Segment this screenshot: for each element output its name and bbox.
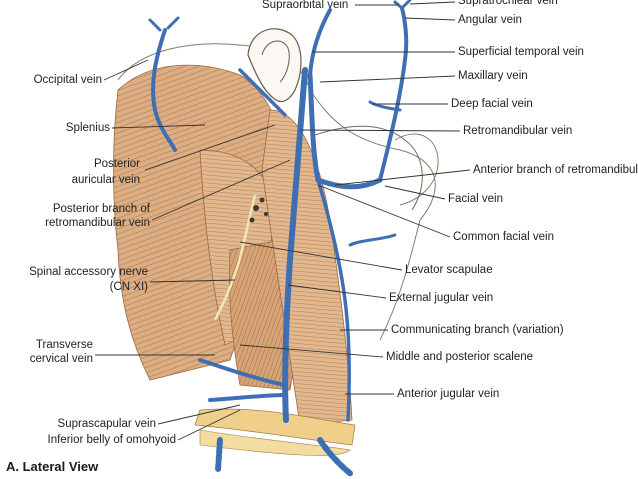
face-contour xyxy=(314,125,423,211)
label-posterior-auricular-vein-1: Posterior xyxy=(93,158,140,170)
label-occipital-vein: Occipital vein xyxy=(33,74,102,86)
label-retromandibular-vein: Retromandibular vein xyxy=(463,125,573,137)
label-maxillary-vein: Maxillary vein xyxy=(458,70,528,82)
label-levator-scapulae: Levator scapulae xyxy=(405,264,493,276)
label-anterior-jugular-vein: Anterior jugular vein xyxy=(397,388,500,400)
label-splenius: Splenius xyxy=(65,122,110,134)
clavicle xyxy=(199,429,351,456)
label-common-facial-vein: Common facial vein xyxy=(453,231,554,243)
label-transverse-cervical-vein-1: Transverse xyxy=(35,339,93,351)
label-posterior-branch-retromandibular-2: retromandibular vein xyxy=(45,217,150,229)
label-middle-posterior-scalene: Middle and posterior scalene xyxy=(386,351,534,363)
veins xyxy=(148,0,412,478)
label-anterior-branch-retromandibular: Anterior branch of retromandibular vein xyxy=(473,164,638,176)
label-spinal-accessory-nerve-1: Spinal accessory nerve xyxy=(29,266,148,278)
label-external-jugular-vein: External jugular vein xyxy=(389,292,494,304)
chin-outline xyxy=(394,133,439,206)
spinal-accessory-nerve xyxy=(213,194,257,321)
label-suprascapular-vein: Suprascapular vein xyxy=(57,418,156,430)
label-transverse-cervical-vein-2: cervical vein xyxy=(29,353,93,365)
label-inferior-belly-omohyoid: Inferior belly of omohyoid xyxy=(47,434,176,446)
omohyoid-muscle xyxy=(194,408,356,446)
label-posterior-branch-retromandibular-1: Posterior branch of xyxy=(52,203,150,215)
label-superficial-temporal-vein: Superficial temporal vein xyxy=(458,46,584,58)
label-communicating-branch: Communicating branch (variation) xyxy=(391,324,564,336)
leader-lines xyxy=(95,1,471,441)
label-supraorbital-vein: Supraorbital vein xyxy=(262,0,349,11)
label-facial-vein: Facial vein xyxy=(448,193,503,205)
label-deep-facial-vein: Deep facial vein xyxy=(451,98,533,110)
lymph-nodes xyxy=(249,197,268,223)
label-supratrochlear-vein: Supratrochlear vein xyxy=(458,0,558,7)
label-angular-vein: Angular vein xyxy=(458,14,522,26)
figure-caption: A. Lateral View xyxy=(6,459,99,474)
label-spinal-accessory-nerve-2: (CN XI) xyxy=(109,281,148,293)
label-posterior-auricular-vein-2: auricular vein xyxy=(71,174,140,186)
